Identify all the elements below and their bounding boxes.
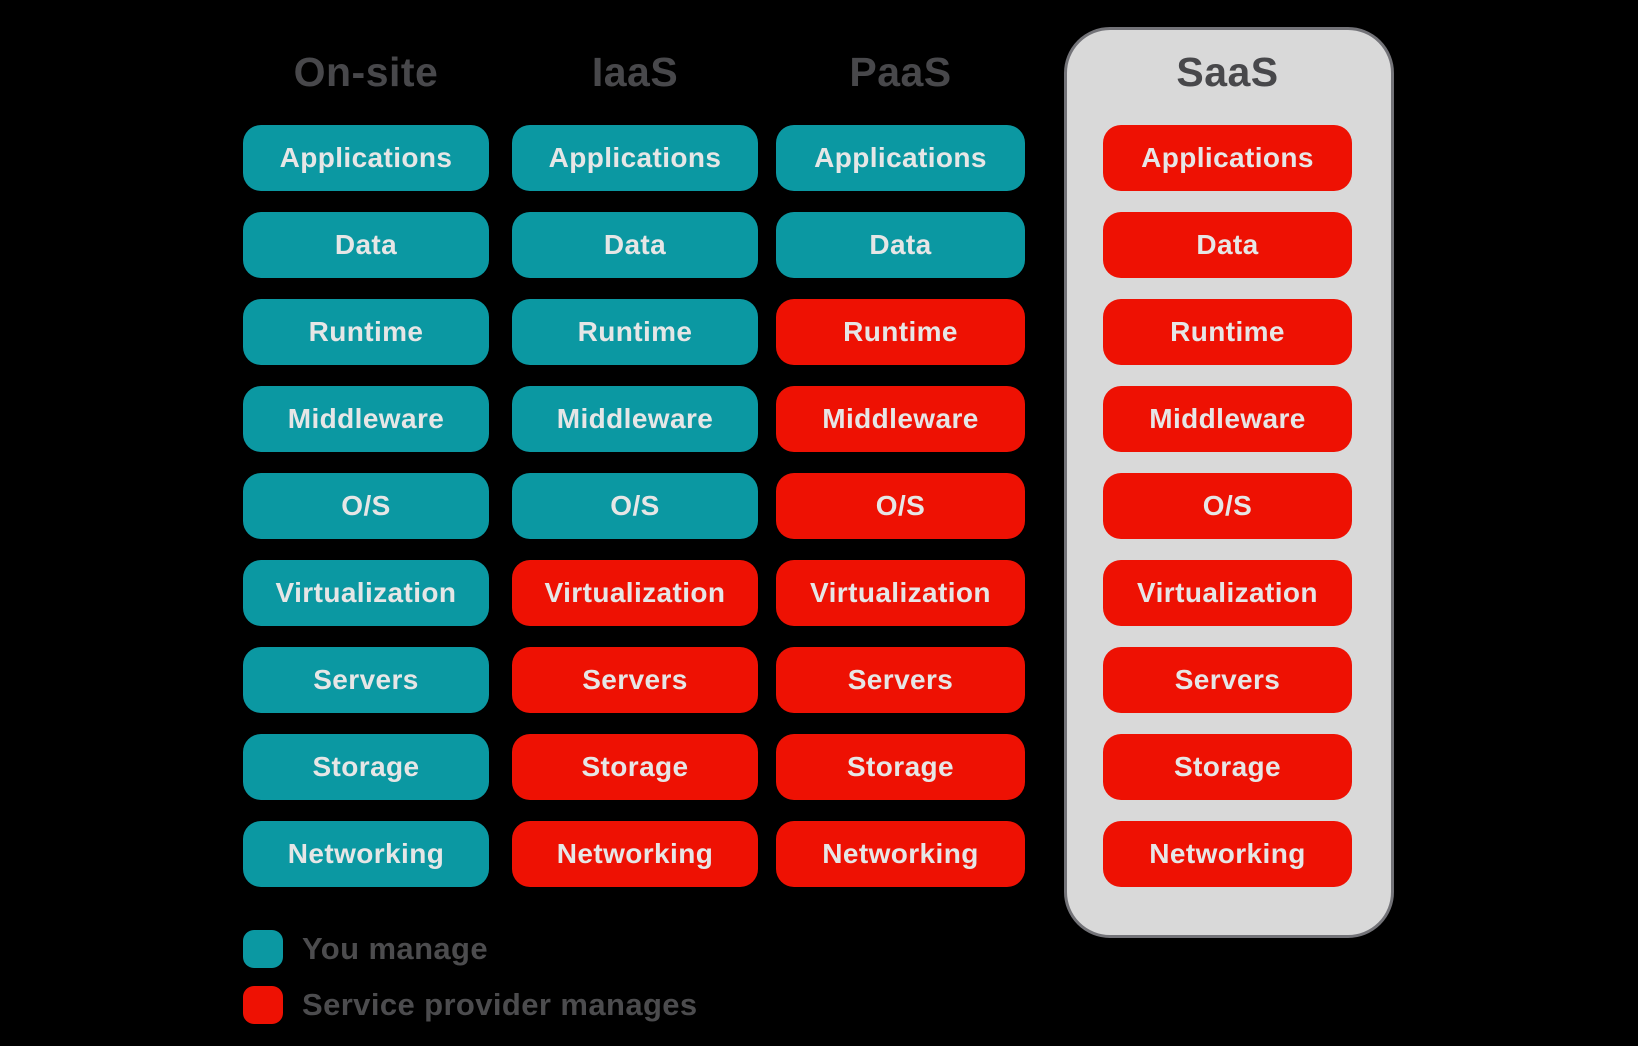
layer-cell-saas-servers: Servers: [1103, 647, 1352, 713]
layer-cell-paas-o-s: O/S: [776, 473, 1025, 539]
layer-cell-on-site-storage: Storage: [243, 734, 489, 800]
layer-cell-paas-networking: Networking: [776, 821, 1025, 887]
layer-cell-on-site-networking: Networking: [243, 821, 489, 887]
layer-cell-saas-applications: Applications: [1103, 125, 1352, 191]
legend-swatch-provider-manage: [243, 986, 283, 1024]
layer-cell-saas-networking: Networking: [1103, 821, 1352, 887]
layer-cell-iaas-storage: Storage: [512, 734, 758, 800]
layer-cell-iaas-middleware: Middleware: [512, 386, 758, 452]
layer-cell-iaas-o-s: O/S: [512, 473, 758, 539]
column-header-paas: PaaS: [849, 48, 952, 95]
column-header-on-site: On-site: [293, 48, 439, 95]
layer-cell-on-site-servers: Servers: [243, 647, 489, 713]
layer-cell-on-site-runtime: Runtime: [243, 299, 489, 365]
legend-swatch-you-manage: [243, 930, 283, 968]
layer-cell-saas-o-s: O/S: [1103, 473, 1352, 539]
legend-label-provider-manage: Service provider manages: [302, 987, 698, 1022]
column-header-iaas: IaaS: [591, 48, 679, 95]
layer-cell-paas-applications: Applications: [776, 125, 1025, 191]
layer-cell-paas-storage: Storage: [776, 734, 1025, 800]
layer-cell-paas-middleware: Middleware: [776, 386, 1025, 452]
layer-cell-paas-virtualization: Virtualization: [776, 560, 1025, 626]
layer-cell-paas-data: Data: [776, 212, 1025, 278]
column-header-saas: SaaS: [1176, 48, 1279, 95]
layer-cell-paas-runtime: Runtime: [776, 299, 1025, 365]
layer-cell-iaas-runtime: Runtime: [512, 299, 758, 365]
layer-cell-saas-data: Data: [1103, 212, 1352, 278]
layer-cell-on-site-applications: Applications: [243, 125, 489, 191]
layer-cell-iaas-networking: Networking: [512, 821, 758, 887]
layer-cell-saas-runtime: Runtime: [1103, 299, 1352, 365]
layer-cell-paas-servers: Servers: [776, 647, 1025, 713]
layer-cell-iaas-data: Data: [512, 212, 758, 278]
layer-cell-saas-storage: Storage: [1103, 734, 1352, 800]
layer-cell-iaas-applications: Applications: [512, 125, 758, 191]
layer-cell-on-site-data: Data: [243, 212, 489, 278]
layer-cell-on-site-middleware: Middleware: [243, 386, 489, 452]
layer-cell-iaas-virtualization: Virtualization: [512, 560, 758, 626]
layer-cell-on-site-o-s: O/S: [243, 473, 489, 539]
layer-cell-saas-middleware: Middleware: [1103, 386, 1352, 452]
legend-label-you-manage: You manage: [302, 931, 489, 966]
layer-cell-iaas-servers: Servers: [512, 647, 758, 713]
layer-cell-on-site-virtualization: Virtualization: [243, 560, 489, 626]
layer-cell-saas-virtualization: Virtualization: [1103, 560, 1352, 626]
